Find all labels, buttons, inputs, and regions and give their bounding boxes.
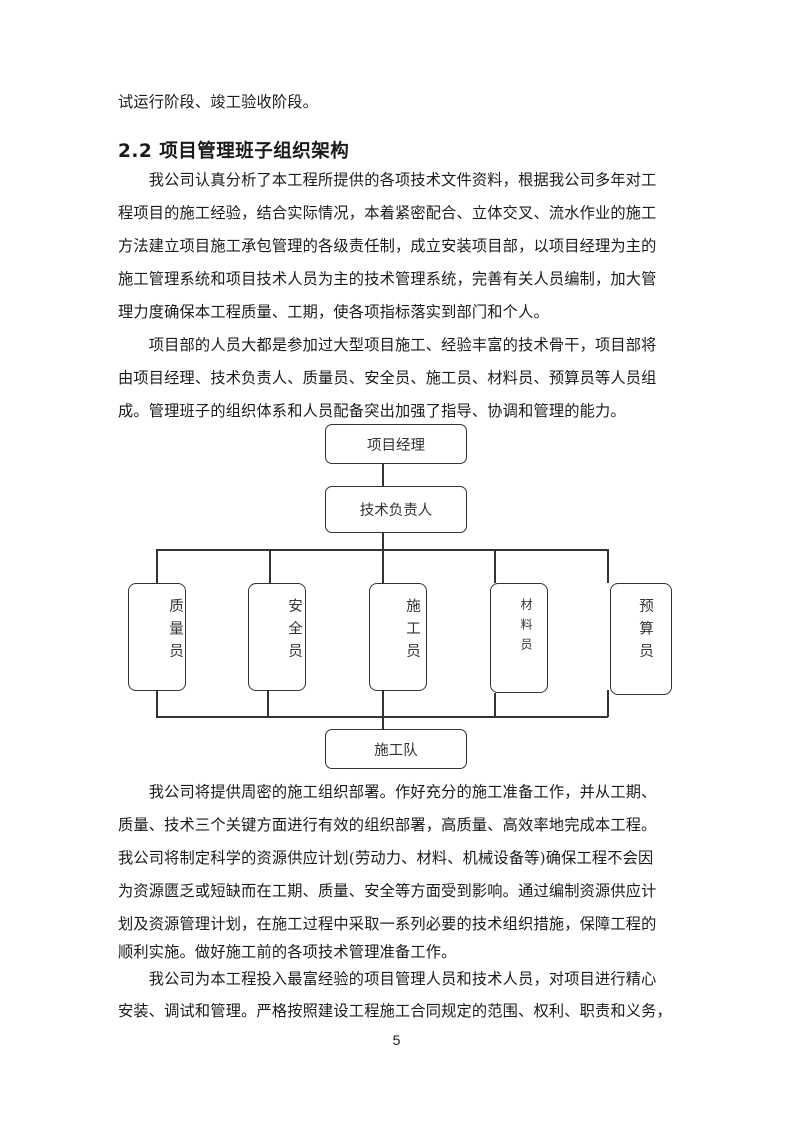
paragraph-line: 划及资源管理计划，在施工过程中采取一系列必要的技术组织措施，保障工程的: [118, 915, 657, 933]
continuation-line: 试运行阶段、竣工验收阶段。: [118, 93, 319, 111]
paragraph-line: 我公司为本工程投入最富经验的项目管理人员和技术人员，对项目进行精心: [118, 970, 657, 988]
org-node-label: 施工队: [374, 742, 418, 759]
connector-line: [382, 549, 384, 583]
org-node-construction-officer: 施工员: [369, 583, 427, 691]
connector-bus-bottom: [156, 716, 608, 718]
org-node-construction-team: 施工队: [325, 729, 467, 769]
connector-line: [382, 716, 384, 729]
org-node-label: 预算员: [637, 598, 653, 666]
org-node-technical-lead: 技术负责人: [325, 486, 467, 533]
paragraph-line: 顺利实施。做好施工前的各项技术管理准备工作。: [118, 943, 457, 961]
org-node-materials-officer: 材料员: [490, 583, 548, 693]
org-node-label: 质量员: [167, 598, 183, 666]
paragraph-line: 方法建立项目施工承包管理的各级责任制，成立安装项目部，以项目经理为主的: [118, 237, 657, 255]
connector-line: [267, 691, 269, 717]
paragraph-line: 施工管理系统和项目技术人员为主的技术管理系统，完善有关人员编制，加大管: [118, 270, 657, 288]
org-node-quality-inspector: 质量员: [128, 583, 186, 691]
org-node-label: 项目经理: [367, 437, 425, 454]
connector-line: [156, 691, 158, 717]
paragraph-line: 我公司认真分析了本工程所提供的各项技术文件资料，根据我公司多年对工: [118, 171, 657, 189]
connector-line: [607, 690, 609, 717]
section-heading: 2.2 项目管理班子组织架构: [118, 141, 350, 162]
connector-line: [156, 549, 158, 583]
paragraph-line: 安装、调试和管理。严格按照建设工程施工合同规定的范围、权利、职责和义务，: [118, 1002, 672, 1020]
connector-line: [607, 549, 609, 583]
paragraph-line: 由项目经理、技术负责人、质量员、安全员、施工员、材料员、预算员等人员组: [118, 369, 657, 387]
org-node-label: 施工员: [404, 598, 420, 666]
org-node-label: 安全员: [286, 598, 302, 666]
paragraph-line: 我公司将制定科学的资源供应计划(劳动力、材料、机械设备等)确保工程不会因: [118, 849, 654, 867]
paragraph-line: 我公司将提供周密的施工组织部署。作好充分的施工准备工作，并从工期、: [118, 783, 657, 801]
connector-line: [382, 691, 384, 717]
paragraph-line: 质量、技术三个关键方面进行有效的组织部署，高质量、高效率地完成本工程。: [118, 816, 657, 834]
org-node-safety-officer: 安全员: [248, 583, 306, 691]
connector-line: [382, 464, 384, 486]
connector-line: [494, 549, 496, 583]
connector-bus-top: [156, 549, 608, 551]
connector-line: [494, 693, 496, 717]
org-node-project-manager: 项目经理: [325, 424, 467, 464]
page-number: 5: [392, 1032, 401, 1048]
org-node-budget-officer: 预算员: [610, 583, 672, 695]
connector-line: [269, 549, 271, 583]
paragraph-line: 理力度确保本工程质量、工期，使各项指标落实到部门和个人。: [118, 303, 549, 321]
connector-line: [382, 533, 384, 549]
org-node-label: 材料员: [519, 598, 533, 658]
paragraph-line: 程项目的施工经验，结合实际情况，本着紧密配合、立体交叉、流水作业的施工: [118, 204, 657, 222]
paragraph-line: 成。管理班子的组织体系和人员配备突出加强了指导、协调和管理的能力。: [118, 402, 626, 420]
paragraph-line: 为资源匮乏或短缺而在工期、质量、安全等方面受到影响。通过编制资源供应计: [118, 882, 657, 900]
org-node-label: 技术负责人: [359, 503, 433, 519]
paragraph-line: 项目部的人员大都是参加过大型项目施工、经验丰富的技术骨干，项目部将: [118, 336, 657, 354]
